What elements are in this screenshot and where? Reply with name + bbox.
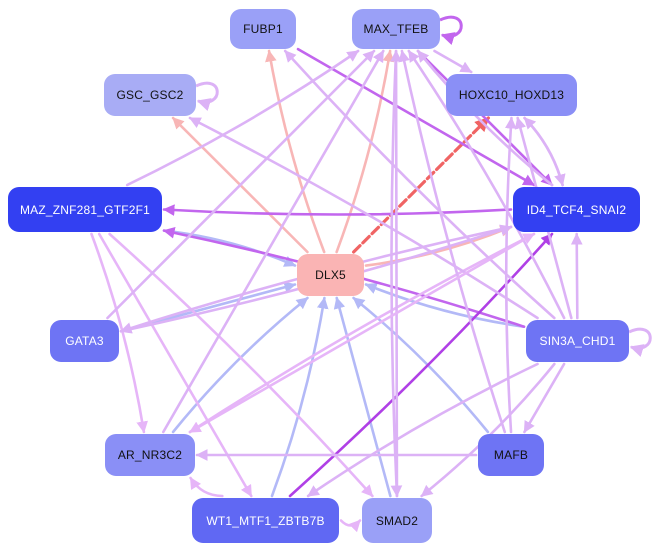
edge-dlx5-to-max-tfeb bbox=[335, 49, 395, 254]
self-loop-max-tfeb bbox=[439, 15, 463, 46]
edge-sin3a-chd1-to-gsc-gsc2 bbox=[188, 116, 539, 320]
node-wt1-mtf1-zbtb7b[interactable]: WT1_MTF1_ZBTB7B bbox=[192, 498, 339, 543]
node-mafb[interactable]: MAFB bbox=[478, 434, 544, 476]
edge-sin3a-chd1-to-smad2 bbox=[420, 362, 556, 498]
edge-ar-nr3c2-to-id4-tcf4-snai2 bbox=[188, 232, 536, 434]
edge-max-tfeb-to-hoxc10-hoxd13 bbox=[433, 49, 473, 74]
edge-wt1-mtf1-zbtb7b-to-dlx5 bbox=[270, 296, 329, 498]
edge-id4-tcf4-snai2-to-maz-znf281-gtf2f1 bbox=[162, 204, 513, 216]
edge-hoxc10-hoxd13-to-id4-tcf4-snai2 bbox=[523, 116, 566, 187]
edge-id4-tcf4-snai2-to-max-tfeb bbox=[416, 49, 554, 187]
node-maz-znf281-gtf2f1[interactable]: MAZ_ZNF281_GTF2F1 bbox=[8, 187, 162, 232]
node-id4-tcf4-snai2[interactable]: ID4_TCF4_SNAI2 bbox=[513, 187, 640, 232]
node-dlx5[interactable]: DLX5 bbox=[297, 254, 364, 296]
edge-dlx5-to-hoxc10-hoxd13 bbox=[352, 116, 490, 254]
edge-sin3a-chd1-to-dlx5 bbox=[364, 282, 526, 329]
node-sin3a-chd1[interactable]: SIN3A_CHD1 bbox=[526, 320, 629, 362]
self-loop-sin3a-chd1 bbox=[628, 327, 652, 358]
node-ar-nr3c2[interactable]: AR_NR3C2 bbox=[105, 434, 195, 476]
edge-id4-tcf4-snai2-to-ar-nr3c2 bbox=[188, 232, 536, 434]
node-fubp1[interactable]: FUBP1 bbox=[230, 9, 296, 49]
edge-maz-znf281-gtf2f1-to-smad2 bbox=[108, 232, 374, 498]
edge-maz-znf281-gtf2f1-to-wt1-mtf1-zbtb7b bbox=[97, 232, 253, 498]
edge-mafb-to-dlx5 bbox=[352, 296, 490, 434]
edge-mafb-to-max-tfeb bbox=[398, 49, 507, 434]
edge-sin3a-chd1-to-mafb bbox=[523, 362, 566, 434]
edge-wt1-mtf1-zbtb7b-to-ar-nr3c2 bbox=[189, 476, 224, 498]
edge-ar-nr3c2-to-dlx5 bbox=[171, 296, 309, 434]
node-gsc-gsc2[interactable]: GSC_GSC2 bbox=[104, 74, 196, 116]
edge-smad2-to-max-tfeb bbox=[390, 49, 402, 498]
edge-sin3a-chd1-to-max-tfeb bbox=[407, 49, 566, 320]
edge-sin3a-chd1-to-fubp1 bbox=[283, 49, 556, 320]
node-max-tfeb[interactable]: MAX_TFEB bbox=[352, 9, 440, 49]
edge-ar-nr3c2-to-max-tfeb bbox=[161, 49, 385, 434]
node-gata3[interactable]: GATA3 bbox=[50, 320, 119, 362]
edge-maz-znf281-gtf2f1-to-max-tfeb bbox=[125, 49, 360, 187]
edge-wt1-mtf1-zbtb7b-to-smad2 bbox=[339, 519, 362, 533]
edge-sin3a-chd1-to-id4-tcf4-snai2 bbox=[570, 232, 583, 320]
edge-smad2-to-dlx5 bbox=[333, 296, 392, 498]
edge-max-tfeb-to-id4-tcf4-snai2 bbox=[416, 49, 554, 187]
edge-max-tfeb-to-smad2 bbox=[390, 49, 403, 498]
node-smad2[interactable]: SMAD2 bbox=[362, 498, 432, 543]
edge-gata3-to-max-tfeb bbox=[106, 49, 376, 320]
node-hoxc10-hoxd13[interactable]: HOXC10_HOXD13 bbox=[446, 74, 577, 116]
edge-sin3a-chd1-to-wt1-mtf1-zbtb7b bbox=[306, 362, 539, 498]
self-loop-gsc-gsc2 bbox=[195, 81, 219, 112]
edge-wt1-mtf1-zbtb7b-to-id4-tcf4-snai2 bbox=[288, 232, 554, 498]
edge-dlx5-to-fubp1 bbox=[265, 49, 326, 254]
